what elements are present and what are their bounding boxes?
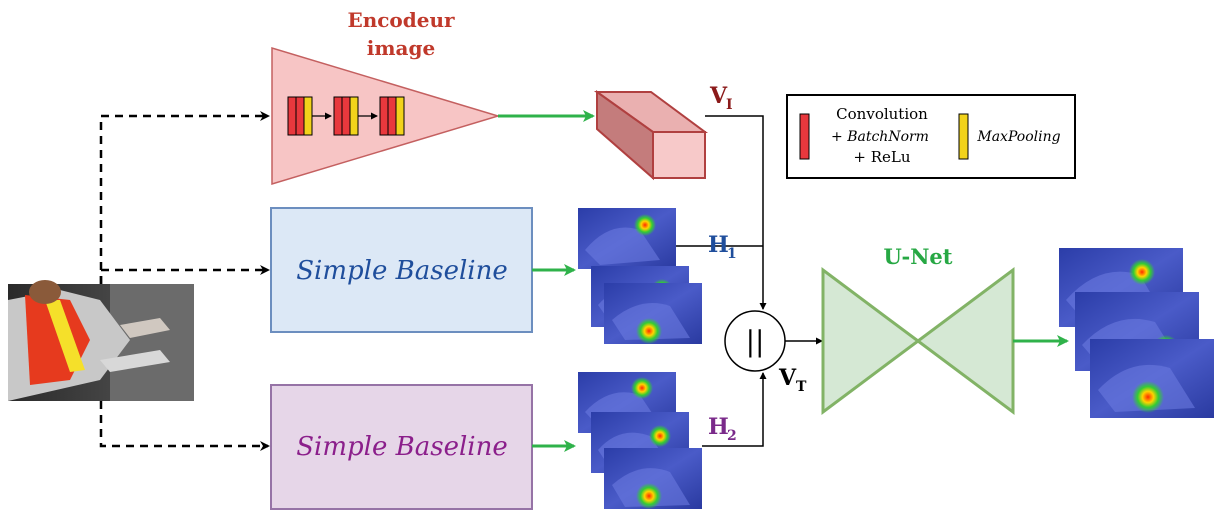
input-image xyxy=(8,280,194,401)
legend-pool-swatch xyxy=(958,113,969,160)
output-heatmap-3 xyxy=(1090,339,1214,418)
vi-connector xyxy=(705,115,767,310)
encoder-block-1 xyxy=(287,96,313,136)
heatmap-h1-3 xyxy=(604,283,702,344)
legend: Convolution + BatchNorm + ReLu MaxPoolin… xyxy=(786,94,1076,179)
h1-label: H 1 xyxy=(708,232,737,262)
concat-node: || xyxy=(724,310,786,372)
vi-label-sub: I xyxy=(726,97,733,113)
h1-label-sub: 1 xyxy=(727,246,737,262)
heatmap-stack-h1 xyxy=(578,208,702,344)
encoder-title-line2: image xyxy=(367,36,435,60)
input-branches xyxy=(99,111,270,451)
encoder-block-2 xyxy=(333,96,359,136)
h1-label-main: H xyxy=(708,232,729,258)
legend-pool-label: MaxPooling xyxy=(976,129,1060,145)
output-heatmaps xyxy=(1059,248,1214,418)
baseline-top-label: Simple Baseline xyxy=(296,256,508,286)
baseline-bottom: Simple Baseline xyxy=(270,384,533,510)
image-encoder: Encodeur image xyxy=(271,8,501,186)
legend-conv-line2: + BatchNorm xyxy=(831,129,929,145)
h2-connector xyxy=(702,372,767,447)
h2-label-sub: 2 xyxy=(727,428,737,444)
vt-label: V T xyxy=(778,365,807,395)
h2-label-main: H xyxy=(708,414,729,440)
unet-title: U-Net xyxy=(884,244,953,269)
baseline-bottom-label: Simple Baseline xyxy=(296,432,508,462)
heatmap-stack-h2 xyxy=(578,372,702,509)
legend-conv-line3: + ReLu xyxy=(853,148,910,166)
heatmap-h1-1 xyxy=(578,208,676,269)
vi-label: V I xyxy=(709,83,733,113)
legend-conv-line1: Convolution xyxy=(836,105,928,123)
feature-volume xyxy=(593,90,709,181)
h2-label: H 2 xyxy=(708,414,737,444)
legend-conv-swatch xyxy=(799,113,810,160)
vi-label-main: V xyxy=(709,83,728,109)
vt-label-main: V xyxy=(778,365,797,391)
encoder-block-3 xyxy=(379,96,405,136)
baseline-top: Simple Baseline xyxy=(270,207,533,333)
encoder-title-line1: Encodeur xyxy=(347,8,455,32)
heatmap-h2-3 xyxy=(604,448,702,509)
concat-symbol: || xyxy=(746,325,765,358)
unet: U-Net xyxy=(821,244,1015,415)
vt-label-sub: T xyxy=(796,379,807,395)
unet-shape xyxy=(821,267,1015,415)
